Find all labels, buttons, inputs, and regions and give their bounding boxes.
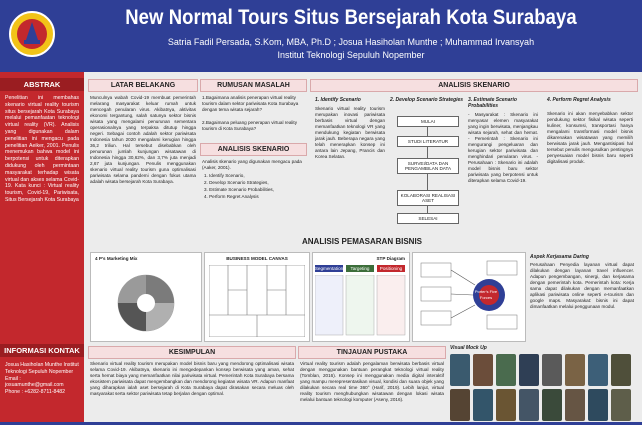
mockup-image-2 — [473, 354, 493, 386]
step4-title: 4. Perform Regret Analysis — [547, 97, 611, 103]
stp-title: STP Diagram — [376, 256, 405, 261]
mockup-image-1 — [450, 354, 470, 386]
pemasaran-title: ANALISIS PEMASARAN BISNIS — [88, 236, 636, 247]
institution-logo-icon — [9, 11, 55, 57]
stp-segmentation: Segmentation — [314, 265, 344, 272]
analisis-item-1: 1. Identify Scenario, — [204, 173, 245, 178]
rumusan-item-1: 1.Bagaimana analisis penerapan virtual r… — [202, 95, 299, 112]
mockup-image-14 — [565, 389, 585, 421]
flow-box-mulai: MULAI — [397, 116, 459, 127]
mockup-image-15 — [588, 389, 608, 421]
flow-box-studi: STUDI LITERATUR — [397, 136, 459, 147]
flow-arrow — [427, 205, 428, 213]
mockup-image-6 — [565, 354, 585, 386]
aspek-title: Aspek Kerjasama Daring — [530, 254, 589, 260]
marketing-mix-panel: 4 P's Marketing Mix — [90, 252, 202, 342]
kontak-text: Josua Hasiholan Munthe Institut Teknolog… — [5, 362, 79, 396]
step3-title: 3. Estimate Scenario Probabilities — [468, 97, 517, 109]
mockup-image-16 — [611, 389, 631, 421]
footer-bar — [0, 422, 642, 425]
mockup-title: Visual Mock Up — [450, 345, 487, 351]
porter-diagram — [420, 260, 518, 330]
mockup-image-9 — [450, 389, 470, 421]
step1-title: 1. Identify Scenario — [315, 97, 361, 103]
latar-title: LATAR BELAKANG — [88, 79, 198, 92]
analisis-item-4: 4. Perform Regret Analysis — [204, 194, 259, 199]
flow-arrow — [427, 173, 428, 190]
mockup-image-4 — [519, 354, 539, 386]
marketing-mix-title: 4 P's Marketing Mix — [95, 256, 138, 261]
mockup-image-11 — [496, 389, 516, 421]
latar-text: Munculnya wabah Covid-19 membuat pemerin… — [90, 95, 196, 184]
kesimpulan-title: KESIMPULAN — [88, 346, 296, 359]
mockup-image-7 — [588, 354, 608, 386]
institution: Institut Teknologi Sepuluh Nopember — [277, 50, 425, 60]
mockup-image-5 — [542, 354, 562, 386]
porter-panel: Porter's Five Forces — [412, 252, 526, 342]
skenario-title: ANALISIS SKENARIO — [310, 79, 638, 92]
authors: Satria Fadil Persada, S.Kom, MBA, Ph.D ;… — [167, 37, 535, 47]
abstrak-title: ABSTRAK — [0, 78, 84, 91]
flow-box-selesai: SELESAI — [397, 213, 459, 224]
stp-positioning: Positioning — [377, 265, 405, 272]
analisis-item-3: 3. Estimate Scenario Probabilities, — [204, 187, 274, 192]
step4-text: Skenario ini akan menyebabkan sektor pen… — [547, 111, 633, 164]
mockup-image-8 — [611, 354, 631, 386]
step1-text: Skenario virtual reality tourism merupak… — [315, 106, 385, 159]
header-banner: New Normal Tours Situs Bersejarah Kota S… — [0, 0, 642, 72]
flow-box-kolaborasi: KOLABORASI REALISASI ASET — [397, 190, 459, 206]
poster-title: New Normal Tours Situs Bersejarah Kota S… — [125, 6, 577, 29]
flow-arrow — [427, 146, 428, 158]
stp-targeting: Targeting — [346, 265, 374, 272]
mockup-image-10 — [473, 389, 493, 421]
aspek-text: Perusahaan Penyedia layanan virtual dapa… — [530, 262, 634, 309]
tinjauan-text: Virtual reality tourism adalah pengalama… — [300, 361, 444, 402]
analisis-intro: Analisis skenario yang digunakan mengacu… — [202, 159, 302, 170]
rumusan-title: RUMUSAN MASALAH — [200, 79, 307, 92]
kesimpulan-text: Skenario virtual reality tourism merupak… — [90, 361, 294, 396]
flow-box-survei: SURVEI/DATA DAN PENGAMBILAN DATA — [397, 158, 459, 174]
mockup-image-3 — [496, 354, 516, 386]
stp-panel: STP Diagram Segmentation Targeting Posit… — [312, 252, 410, 342]
mockup-image-13 — [542, 389, 562, 421]
canvas-title: BUSINESS MODEL CANVAS — [226, 256, 288, 261]
left-sidebar: ABSTRAK Penelitian ini membahas skenario… — [0, 72, 84, 425]
marketing-mix-diagram — [117, 274, 175, 332]
stp-lines — [315, 275, 406, 336]
analisis-item-2: 2. Develop Scenario Strategies, — [204, 180, 269, 185]
business-model-canvas-panel: BUSINESS MODEL CANVAS — [204, 252, 310, 342]
porter-title: Porter's Five Forces — [474, 289, 498, 300]
flow-arrow — [427, 126, 428, 136]
tinjauan-title: TINJAUAN PUSTAKA — [298, 346, 446, 359]
abstrak-text: Penelitian ini membahas skenario virtual… — [5, 95, 79, 203]
step2-title: 2. Develop Scenario Strategies — [390, 97, 464, 103]
kontak-title: INFORMASI KONTAK — [0, 344, 84, 357]
step3-text: - Masyarakat : Skenario ini menyasar ele… — [468, 112, 538, 183]
analisis-title: ANALISIS SKENARIO — [200, 143, 307, 156]
mockup-image-12 — [519, 389, 539, 421]
rumusan-item-2: 2.Bagaimana peluang penerapan virtual re… — [202, 120, 298, 131]
canvas-grid — [209, 265, 305, 337]
